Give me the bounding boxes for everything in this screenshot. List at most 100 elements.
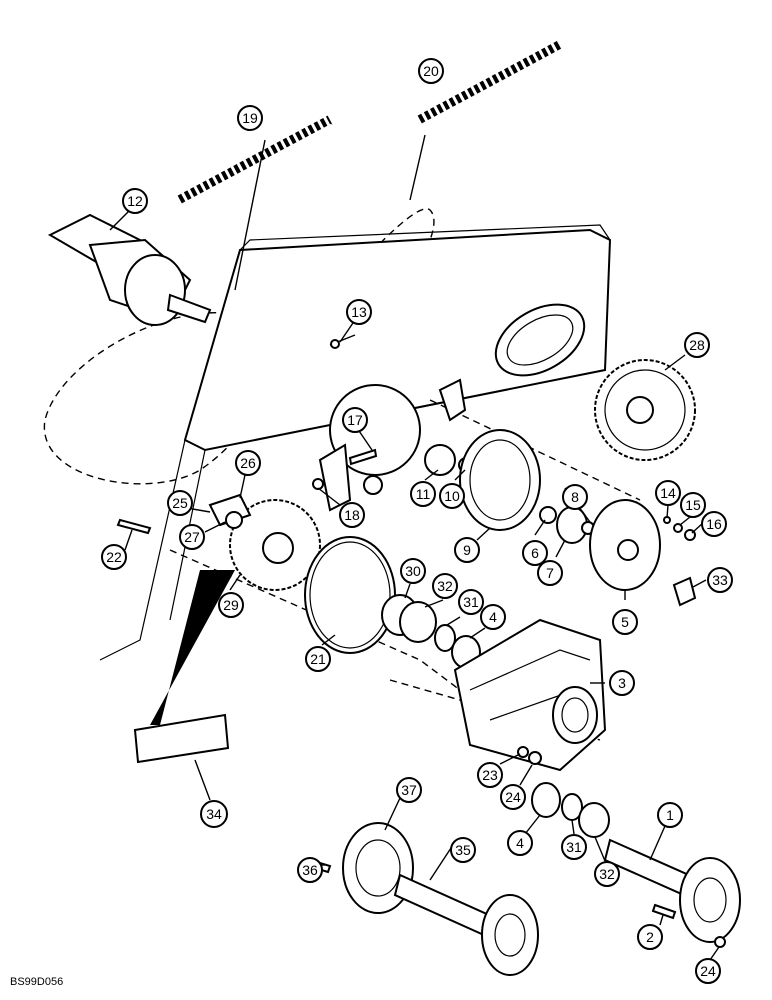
svg-text:14: 14 bbox=[660, 485, 676, 501]
idler-bracket bbox=[318, 443, 352, 512]
bearing-cone-31 bbox=[434, 624, 456, 652]
svg-text:23: 23 bbox=[482, 767, 498, 783]
svg-text:31: 31 bbox=[463, 594, 479, 610]
callout-32: 32 bbox=[594, 861, 620, 887]
callout-22: 22 bbox=[101, 544, 127, 570]
svg-text:19: 19 bbox=[242, 110, 258, 126]
svg-text:2: 2 bbox=[646, 929, 654, 945]
nut-18 bbox=[312, 478, 324, 490]
axle-housing bbox=[453, 618, 607, 772]
callout-23: 23 bbox=[477, 762, 503, 788]
callout-12: 12 bbox=[122, 188, 148, 214]
callout-4: 4 bbox=[480, 604, 506, 630]
figure-code: BS99D056 bbox=[10, 976, 64, 988]
svg-text:32: 32 bbox=[437, 578, 453, 594]
svg-text:36: 36 bbox=[302, 862, 318, 878]
svg-text:12: 12 bbox=[127, 193, 143, 209]
callout-24: 24 bbox=[695, 958, 721, 984]
callout-25: 25 bbox=[167, 490, 193, 516]
callout-26: 26 bbox=[235, 450, 261, 476]
nut-24-lower bbox=[714, 936, 726, 948]
bearing-cone-6 bbox=[539, 506, 557, 524]
tensioner-bushing-27 bbox=[225, 511, 243, 529]
callout-16: 16 bbox=[701, 511, 727, 537]
bolt-22 bbox=[116, 518, 152, 535]
svg-text:22: 22 bbox=[106, 549, 122, 565]
callout-15: 15 bbox=[680, 492, 706, 518]
svg-text:13: 13 bbox=[351, 304, 367, 320]
callout-37: 37 bbox=[396, 777, 422, 803]
svg-text:1: 1 bbox=[666, 807, 674, 823]
callout-34: 34 bbox=[200, 800, 228, 828]
callout-3: 3 bbox=[609, 670, 635, 696]
callout-30: 30 bbox=[400, 558, 426, 584]
strap-leader bbox=[150, 570, 235, 725]
callout-31: 31 bbox=[561, 834, 587, 860]
svg-text:4: 4 bbox=[489, 609, 497, 625]
svg-text:27: 27 bbox=[184, 529, 200, 545]
callout-29: 29 bbox=[218, 592, 244, 618]
svg-text:21: 21 bbox=[310, 651, 326, 667]
svg-text:32: 32 bbox=[599, 866, 615, 882]
svg-text:25: 25 bbox=[172, 495, 188, 511]
svg-text:7: 7 bbox=[546, 565, 554, 581]
svg-text:5: 5 bbox=[621, 614, 629, 630]
svg-text:3: 3 bbox=[618, 675, 626, 691]
svg-text:24: 24 bbox=[505, 789, 521, 805]
gasket-ring bbox=[459, 429, 541, 531]
callout-21: 21 bbox=[305, 646, 331, 672]
callout-19: 19 bbox=[237, 105, 263, 131]
frame-access-slot bbox=[494, 303, 586, 377]
svg-text:11: 11 bbox=[416, 486, 431, 502]
callout-9: 9 bbox=[454, 537, 480, 563]
svg-text:8: 8 bbox=[571, 489, 579, 505]
callout-32: 32 bbox=[432, 573, 458, 599]
svg-text:20: 20 bbox=[423, 63, 439, 79]
axle-shaft-35 bbox=[393, 873, 539, 976]
svg-text:15: 15 bbox=[685, 497, 701, 513]
svg-text:31: 31 bbox=[566, 839, 582, 855]
callout-33: 33 bbox=[707, 567, 733, 593]
callout-1: 1 bbox=[657, 802, 683, 828]
svg-text:30: 30 bbox=[405, 563, 421, 579]
drive-chain-short bbox=[177, 115, 333, 207]
idler-sprocket bbox=[424, 444, 456, 476]
svg-text:34: 34 bbox=[206, 806, 222, 822]
strap-plate bbox=[133, 713, 230, 764]
chain-case-frame bbox=[99, 224, 612, 661]
svg-text:16: 16 bbox=[706, 516, 722, 532]
callout-11: 11 bbox=[410, 481, 436, 507]
callout-13: 13 bbox=[346, 299, 372, 325]
axle-shaft-1 bbox=[603, 838, 741, 943]
svg-text:35: 35 bbox=[455, 842, 471, 858]
callout-24: 24 bbox=[500, 784, 526, 810]
svg-text:9: 9 bbox=[463, 542, 471, 558]
callout-18: 18 bbox=[339, 502, 365, 528]
callout-17: 17 bbox=[342, 407, 368, 433]
callout-5: 5 bbox=[612, 609, 638, 635]
svg-text:33: 33 bbox=[712, 572, 728, 588]
bearing-cup-32 bbox=[399, 601, 437, 643]
bolt-17 bbox=[348, 448, 378, 466]
axis-line-upper bbox=[429, 399, 641, 501]
nut-24-upper bbox=[528, 751, 542, 765]
callout-31: 31 bbox=[458, 589, 484, 615]
frame-clip bbox=[438, 378, 467, 422]
svg-text:4: 4 bbox=[516, 835, 524, 851]
hydraulic-motor bbox=[47, 213, 212, 326]
svg-text:29: 29 bbox=[223, 597, 239, 613]
lockwasher-15 bbox=[673, 523, 683, 533]
callout-10: 10 bbox=[439, 483, 465, 509]
bolt-13 bbox=[330, 339, 340, 349]
flange-gasket-37 bbox=[342, 822, 414, 914]
idler-bushing bbox=[363, 475, 383, 495]
callout-28: 28 bbox=[684, 332, 710, 358]
callout-20: 20 bbox=[418, 58, 444, 84]
plug-33 bbox=[672, 576, 697, 607]
svg-text:17: 17 bbox=[347, 412, 363, 428]
svg-text:18: 18 bbox=[344, 507, 360, 523]
bearing-cup-4-lower bbox=[531, 782, 561, 818]
sprocket-hub-upper bbox=[626, 396, 654, 424]
